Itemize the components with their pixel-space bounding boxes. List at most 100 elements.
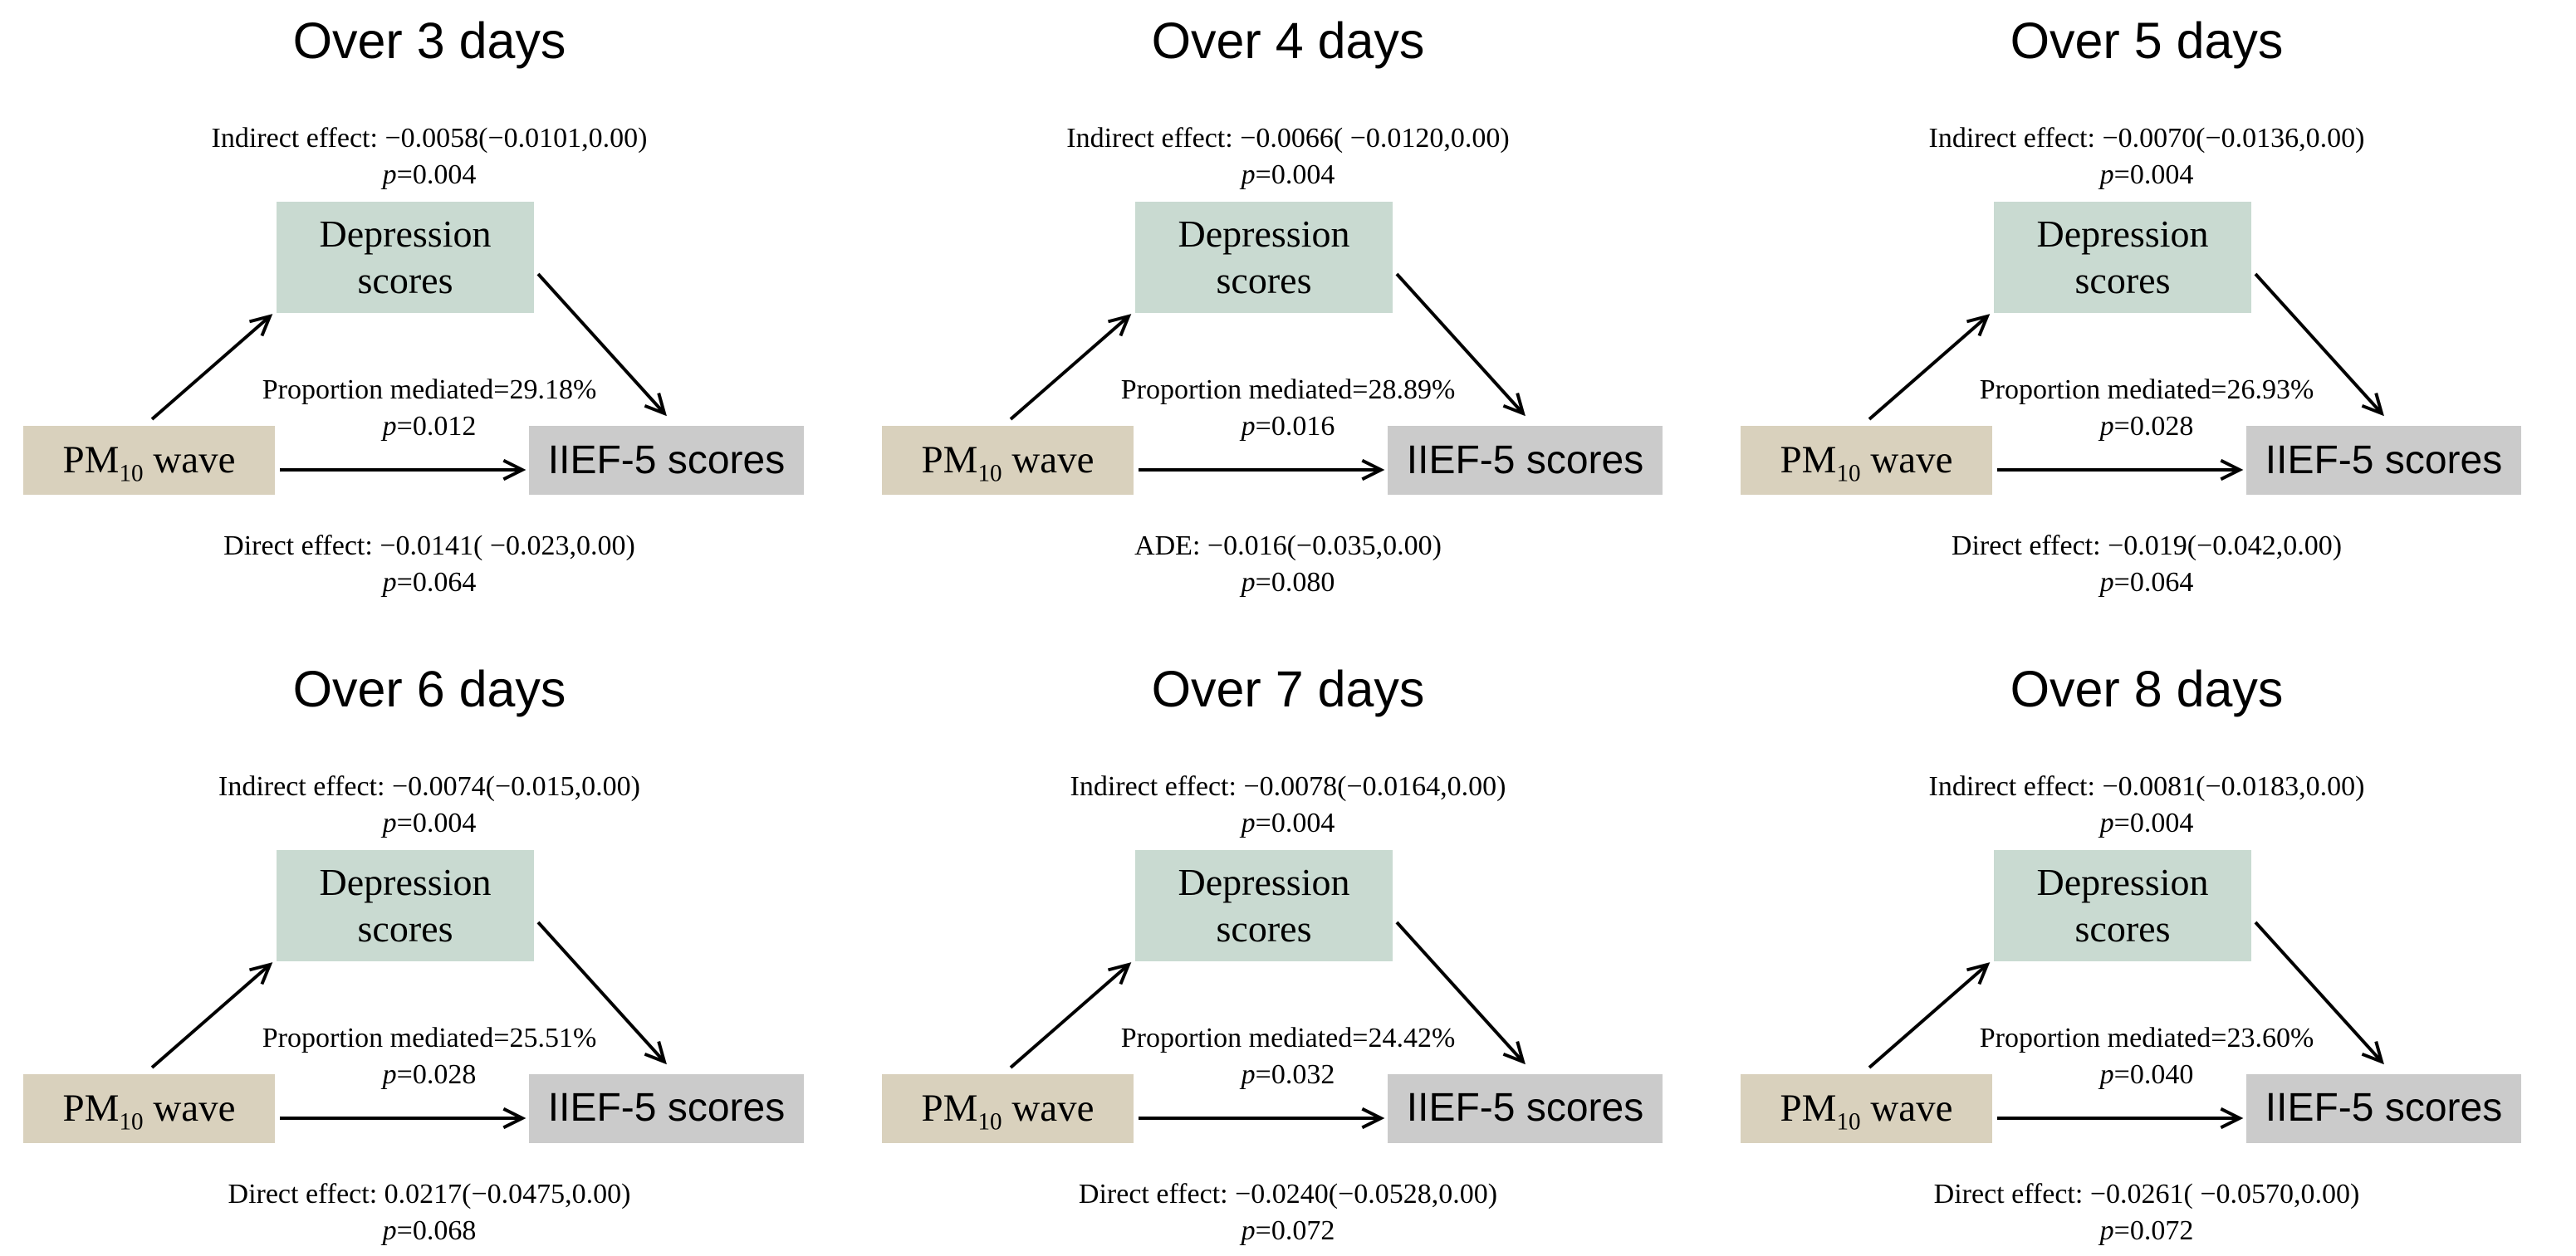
direct-effect-text: Direct effect: 0.0217(−0.0475,0.00) <box>228 1178 631 1210</box>
outcome-box-iief5-scores: IIEF-5 scores <box>2246 1073 2521 1143</box>
mediator-box-depression-scores: Depression scores <box>1135 849 1393 961</box>
mediator-label-line1: Depression <box>319 860 492 903</box>
arrow-mediator-to-outcome <box>536 921 667 1064</box>
proportion-p-value: =0.032 <box>1255 1058 1335 1090</box>
mediator-label-line1: Depression <box>2036 860 2209 903</box>
panel-title: Over 6 days <box>292 660 566 717</box>
exposure-label-tail: wave <box>143 438 236 481</box>
exposure-label-tail: wave <box>1002 438 1095 481</box>
proportion-mediated-stat: Proportion mediated=26.93% p=0.028 <box>1717 372 2576 445</box>
panel-content: Over 5 days Indirect effect: −0.0070(−0.… <box>1717 0 2576 628</box>
exposure-box-pm10-wave: PM10 wave <box>1741 1073 1992 1143</box>
direct-effect-stat: Direct effect: 0.0217(−0.0475,0.00) p=0.… <box>0 1176 859 1249</box>
mediator-label-line2: scores <box>2074 907 2171 950</box>
p-symbol: p <box>2099 159 2114 190</box>
arrow-exposure-to-mediator <box>150 314 273 421</box>
indirect-effect-stat: Indirect effect: −0.0070(−0.0136,0.00) p… <box>1717 120 2576 193</box>
indirect-p-line: p=0.004 <box>859 805 1717 842</box>
direct-p-line: p=0.080 <box>859 564 1717 601</box>
outcome-box-iief5-scores: IIEF-5 scores <box>2246 426 2521 495</box>
indirect-p-value: =0.004 <box>2113 159 2194 190</box>
outcome-box-iief5-scores: IIEF-5 scores <box>529 1073 804 1143</box>
indirect-p-value: =0.004 <box>396 159 477 190</box>
exposure-label-main: PM <box>921 438 978 481</box>
indirect-effect-text: Indirect effect: −0.0081(−0.0183,0.00) <box>1928 770 2365 802</box>
proportion-p-line: p=0.012 <box>0 408 859 445</box>
p-symbol: p <box>382 159 397 190</box>
p-symbol: p <box>382 567 397 598</box>
p-symbol: p <box>2099 411 2114 442</box>
proportion-mediated-stat: Proportion mediated=28.89% p=0.016 <box>859 372 1717 445</box>
p-symbol: p <box>2099 807 2114 838</box>
exposure-box-pm10-wave: PM10 wave <box>23 1073 275 1143</box>
indirect-effect-text: Indirect effect: −0.0058(−0.0101,0.00) <box>211 123 648 154</box>
p-symbol: p <box>2099 567 2114 598</box>
proportion-mediated-text: Proportion mediated=24.42% <box>1120 1022 1456 1053</box>
exposure-label-main: PM <box>921 1086 978 1130</box>
path-arrows <box>150 272 667 481</box>
exposure-label-tail: wave <box>143 1086 236 1130</box>
mediator-label-line2: scores <box>357 259 453 301</box>
direct-p-value: =0.072 <box>2113 1214 2194 1246</box>
direct-effect-stat: Direct effect: −0.019(−0.042,0.00) p=0.0… <box>1717 528 2576 601</box>
indirect-p-line: p=0.004 <box>859 157 1717 193</box>
proportion-p-value: =0.016 <box>1255 411 1335 442</box>
outcome-label: IIEF-5 scores <box>547 1086 786 1130</box>
exposure-label-tail: wave <box>1002 1086 1095 1130</box>
arrow-mediator-to-outcome <box>536 272 667 417</box>
indirect-effect-stat: Indirect effect: −0.0074(−0.015,0.00) p=… <box>0 769 859 842</box>
direct-effect-text: ADE: −0.016(−0.035,0.00) <box>1134 530 1442 561</box>
direct-effect-stat: Direct effect: −0.0261( −0.0570,0.00) p=… <box>1717 1176 2576 1249</box>
proportion-mediated-stat: Proportion mediated=25.51% p=0.028 <box>0 1020 859 1093</box>
direct-effect-stat: ADE: −0.016(−0.035,0.00) p=0.080 <box>859 528 1717 601</box>
arrow-exposure-to-mediator <box>1009 314 1132 421</box>
exposure-label-tail: wave <box>1860 1086 1953 1130</box>
direct-p-line: p=0.072 <box>1717 1213 2576 1249</box>
p-symbol: p <box>2099 1214 2114 1246</box>
exposure-label-tail: wave <box>1860 438 1953 481</box>
indirect-p-line: p=0.004 <box>0 157 859 193</box>
outcome-box-iief5-scores: IIEF-5 scores <box>1388 426 1663 495</box>
direct-p-value: =0.068 <box>396 1214 477 1246</box>
p-symbol: p <box>1241 807 1256 838</box>
exposure-box-pm10-wave: PM10 wave <box>23 426 275 495</box>
direct-effect-stat: Direct effect: −0.0240(−0.0528,0.00) p=0… <box>859 1176 1717 1249</box>
arrow-mediator-to-outcome <box>2254 272 2384 417</box>
panel-content: Over 4 days Indirect effect: −0.0066( −0… <box>859 0 1717 628</box>
arrow-exposure-to-mediator <box>1868 314 1991 421</box>
mediation-panel-over-5-days: Over 5 days Indirect effect: −0.0070(−0.… <box>1717 0 2576 628</box>
outcome-label: IIEF-5 scores <box>1406 1086 1644 1130</box>
mediator-box-depression-scores: Depression scores <box>1994 849 2251 961</box>
arrow-mediator-to-outcome <box>1395 272 1526 417</box>
p-symbol: p <box>382 807 397 838</box>
panel-title: Over 5 days <box>2010 12 2284 69</box>
proportion-mediated-text: Proportion mediated=29.18% <box>262 374 597 405</box>
mediator-label-line2: scores <box>357 907 453 950</box>
exposure-label-main: PM <box>1780 1086 1837 1130</box>
mediation-panel-over-8-days: Over 8 days Indirect effect: −0.0081(−0.… <box>1717 628 2576 1256</box>
proportion-p-line: p=0.040 <box>1717 1057 2576 1093</box>
p-symbol: p <box>2099 1058 2114 1090</box>
direct-effect-text: Direct effect: −0.019(−0.042,0.00) <box>1951 530 2343 561</box>
proportion-mediated-stat: Proportion mediated=29.18% p=0.012 <box>0 372 859 445</box>
outcome-label: IIEF-5 scores <box>547 437 786 482</box>
proportion-mediated-text: Proportion mediated=26.93% <box>1979 374 2314 405</box>
outcome-label: IIEF-5 scores <box>1406 437 1644 482</box>
indirect-effect-text: Indirect effect: −0.0066( −0.0120,0.00) <box>1066 123 1510 154</box>
p-symbol: p <box>1241 1058 1256 1090</box>
p-symbol: p <box>382 411 397 442</box>
path-arrows <box>1868 272 2384 481</box>
direct-p-value: =0.072 <box>1255 1214 1335 1246</box>
panel-content: Over 8 days Indirect effect: −0.0081(−0.… <box>1717 648 2576 1256</box>
proportion-mediated-text: Proportion mediated=28.89% <box>1120 374 1456 405</box>
exposure-subscript: 10 <box>977 1107 1002 1135</box>
p-symbol: p <box>1241 1214 1256 1246</box>
indirect-effect-text: Indirect effect: −0.0070(−0.0136,0.00) <box>1928 123 2365 154</box>
mediator-label-line2: scores <box>1216 259 1312 301</box>
direct-p-value: =0.080 <box>1255 567 1335 598</box>
panel-title: Over 4 days <box>1151 12 1425 69</box>
proportion-mediated-stat: Proportion mediated=24.42% p=0.032 <box>859 1020 1717 1093</box>
mediation-panel-over-4-days: Over 4 days Indirect effect: −0.0066( −0… <box>859 0 1717 628</box>
mediator-box-depression-scores: Depression scores <box>277 202 534 313</box>
direct-p-value: =0.064 <box>2113 567 2194 598</box>
